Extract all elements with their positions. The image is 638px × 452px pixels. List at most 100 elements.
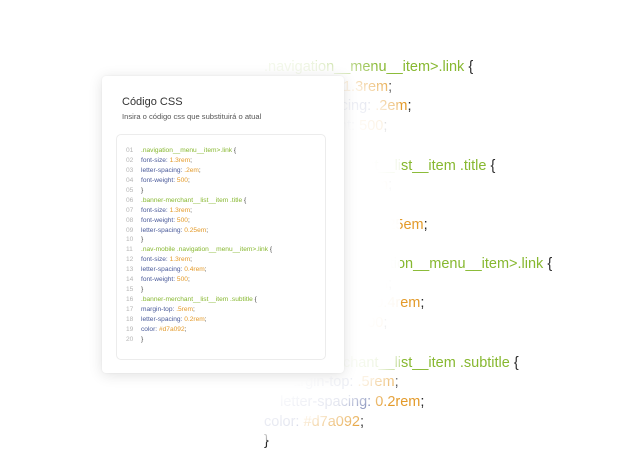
code-token-br: { — [486, 157, 496, 174]
code-token-prop: font-weight: — [141, 276, 177, 284]
code-token-br: ; — [206, 226, 209, 234]
code-token-prop: letter-spacing: — [141, 266, 185, 274]
code-token-val: 1.3rem — [342, 177, 389, 194]
code-token-br: ; — [204, 315, 207, 323]
code-token-br: } — [141, 236, 144, 244]
modal-subtitle: Insira o código css que substituirá o at… — [122, 112, 262, 121]
code-token-br: { — [268, 246, 273, 254]
background-code-line: } — [264, 433, 269, 449]
code-line: 11 .nav-mobile .navigation__menu__item>.l… — [126, 245, 272, 255]
code-token-br: ; — [423, 216, 428, 233]
code-token-prop: letter-spacing: — [280, 393, 376, 410]
code-token-prop: margin-top: — [141, 306, 177, 313]
code-token-br: ; — [190, 156, 192, 164]
code-token-sel: .navigation__menu__item>.link — [264, 59, 465, 75]
code-line: 05} — [126, 186, 272, 196]
code-token-prop: font-weight: — [141, 216, 177, 224]
line-number: 17 — [126, 306, 134, 313]
line-number: 19 — [126, 325, 134, 333]
code-token-br: { — [509, 354, 519, 371]
code-token-br: ; — [190, 206, 192, 214]
code-token-val: 500 — [359, 118, 384, 135]
line-number: 18 — [126, 315, 134, 323]
code-token-val: 0.2rem — [184, 315, 205, 323]
code-token-br: ; — [187, 176, 190, 184]
line-number: 04 — [126, 176, 134, 184]
code-token-val: 0.25em — [184, 226, 207, 234]
line-number: 02 — [126, 156, 134, 164]
line-number: 15 — [126, 286, 134, 294]
line-number: 05 — [126, 186, 134, 194]
code-token-val: #d7a092 — [158, 325, 185, 333]
code-line: 14 font-weight: 500; — [126, 275, 272, 285]
code-token-prop: font-weight: — [141, 176, 177, 184]
line-number: 09 — [126, 226, 134, 234]
code-line: 20} — [126, 335, 272, 345]
code-token-prop: font-size: — [141, 206, 170, 214]
line-number: 07 — [126, 206, 134, 214]
code-token-val: 0.4rem — [184, 266, 205, 274]
code-token-val: .2em — [375, 98, 408, 115]
code-token-br: ; — [184, 325, 187, 333]
code-token-val: 1.3rem — [169, 206, 191, 214]
code-token-br: } — [141, 186, 144, 194]
code-token-br: ; — [383, 118, 388, 135]
code-token-val: 500 — [359, 315, 384, 332]
line-number: 11 — [126, 246, 133, 254]
code-token-br: ; — [407, 98, 412, 115]
code-token-br: } — [264, 433, 269, 450]
code-token-br: ; — [394, 374, 399, 391]
code-token-prop: color: — [141, 325, 159, 333]
code-line: 15} — [126, 285, 272, 295]
line-number: 13 — [126, 266, 134, 274]
line-number: 12 — [126, 256, 134, 264]
background-code-line: .navigation__menu__item>.link { — [264, 59, 473, 75]
code-token-br: ; — [383, 315, 388, 332]
code-token-val: 1.3rem — [169, 256, 191, 264]
code-line: 06.banner-merchant__list__item .title { — [126, 196, 272, 206]
code-token-sel: .navigation__menu__item>.link — [141, 147, 233, 154]
code-token-val: 500 — [176, 276, 188, 284]
line-number: 20 — [126, 335, 134, 343]
line-number: 06 — [126, 196, 134, 204]
code-token-val: 1.3rem — [169, 156, 191, 164]
code-token-br: ; — [420, 393, 425, 410]
code-token-prop: margin-top: — [280, 374, 358, 391]
code-token-br: ; — [187, 216, 190, 224]
code-line: 16.banner-merchant__list__item .subtitle… — [126, 295, 272, 305]
code-token-br: } — [141, 335, 144, 343]
code-line: 17 margin-top: .5rem; — [126, 305, 272, 315]
line-number: 16 — [126, 296, 134, 304]
code-token-br: } — [141, 286, 144, 294]
code-token-val: #d7a092 — [303, 413, 360, 430]
code-token-val: .5rem — [176, 306, 194, 313]
code-token-val: 500 — [359, 196, 384, 213]
code-line: 07 font-size: 1.3rem; — [126, 206, 272, 216]
code-token-val: .2em — [184, 166, 199, 174]
code-line: 19 color: #d7a092; — [126, 325, 272, 335]
code-token-br: { — [242, 196, 247, 204]
code-token-prop: letter-spacing: — [141, 166, 185, 174]
code-token-prop: color: — [264, 413, 304, 430]
code-token-br: ; — [388, 275, 393, 292]
line-number: 08 — [126, 216, 134, 224]
code-token-val: 1.3rem — [342, 275, 389, 292]
line-number: 14 — [126, 276, 134, 284]
code-token-br: ; — [187, 276, 190, 284]
code-line: 09 letter-spacing: 0.25em; — [126, 226, 272, 236]
code-token-br: { — [232, 147, 237, 154]
code-token-sel: .nav-mobile .navigation__menu__item>.lin… — [141, 246, 269, 254]
code-token-br: ; — [193, 306, 195, 313]
code-token-br: { — [543, 256, 553, 273]
code-token-prop: letter-spacing: — [141, 226, 185, 234]
modal-title: Código CSS — [122, 96, 183, 108]
code-token-br: ; — [420, 295, 425, 312]
code-token-val: 0.4rem — [375, 295, 421, 312]
